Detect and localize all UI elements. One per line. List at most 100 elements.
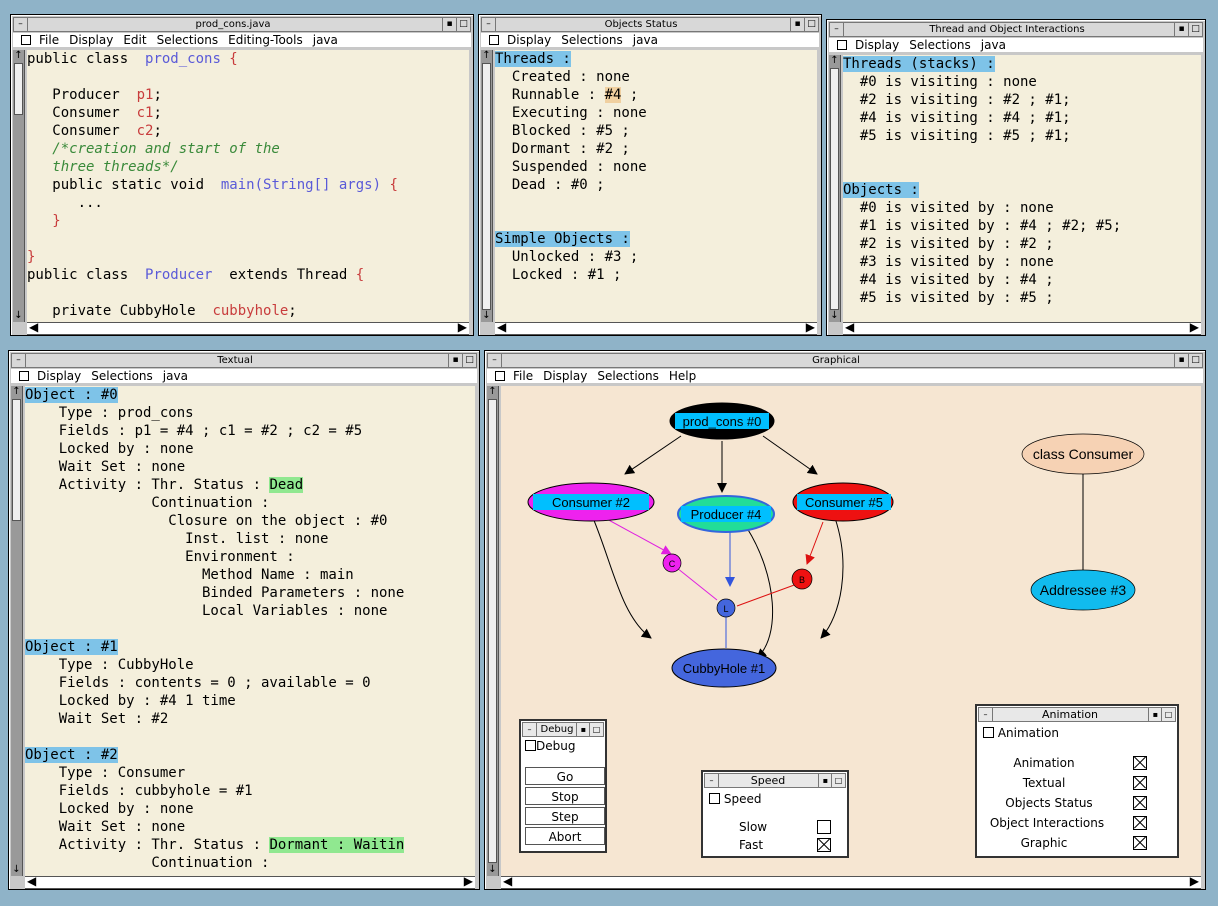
menu-selections[interactable]: Selections: [156, 33, 219, 47]
vertical-scrollbar[interactable]: ↑ ↓: [11, 386, 23, 876]
horizontal-scrollbar[interactable]: ◀▶: [495, 320, 817, 335]
scroll-left-arrow-icon[interactable]: ◀: [29, 320, 39, 334]
maximize-button[interactable]: □: [1188, 354, 1202, 367]
lock-node-b[interactable]: B: [791, 568, 813, 590]
animation-option-object-interactions-checkbox[interactable]: [1133, 816, 1147, 830]
stop-button[interactable]: Stop: [525, 787, 605, 805]
scroll-down-arrow-icon[interactable]: ↓: [488, 864, 497, 875]
speed-option-slow-checkbox[interactable]: [817, 820, 831, 834]
vertical-scrollbar[interactable]: ↑ ↓: [829, 55, 841, 322]
animation-option-textual-checkbox[interactable]: [1133, 776, 1147, 790]
scroll-down-arrow-icon[interactable]: ↓: [12, 864, 21, 875]
maximize-button[interactable]: □: [804, 18, 818, 31]
scroll-right-arrow-icon[interactable]: ▶: [1189, 320, 1199, 334]
menu-editing-tools[interactable]: Editing-Tools: [228, 33, 303, 47]
menubar-checkbox-icon[interactable]: [489, 35, 499, 45]
panel-minimize-button[interactable]: ▪: [576, 723, 590, 736]
menu-selections[interactable]: Selections: [561, 33, 623, 47]
vertical-scrollbar[interactable]: ↑ ↓: [13, 50, 25, 322]
scroll-thumb[interactable]: [12, 399, 21, 521]
node-prod-cons[interactable]: prod_cons #0: [669, 402, 775, 440]
graph-canvas[interactable]: prod_cons #0 Consumer #2 Producer #4 Con…: [501, 386, 1201, 876]
horizontal-scrollbar[interactable]: ◀▶: [843, 320, 1201, 335]
minimize-button[interactable]: ▪: [1174, 354, 1188, 367]
menu-selections[interactable]: Selections: [909, 38, 971, 52]
window-menu-button[interactable]: –: [830, 23, 844, 36]
step-button[interactable]: Step: [525, 807, 605, 825]
menu-java[interactable]: java: [312, 33, 338, 47]
animation-option-graphic-checkbox[interactable]: [1133, 836, 1147, 850]
speed-option-fast-checkbox[interactable]: [817, 838, 831, 852]
menu-display[interactable]: Display: [37, 369, 82, 383]
animation-option-objects-status-checkbox[interactable]: [1133, 796, 1147, 810]
menu-file[interactable]: File: [513, 369, 534, 383]
scroll-right-arrow-icon[interactable]: ▶: [805, 320, 815, 334]
scroll-down-arrow-icon[interactable]: ↓: [830, 310, 839, 321]
scroll-right-arrow-icon[interactable]: ▶: [1189, 874, 1199, 888]
go-button[interactable]: Go: [525, 767, 605, 785]
minimize-button[interactable]: ▪: [448, 354, 462, 367]
scroll-thumb[interactable]: [482, 63, 491, 310]
scroll-up-arrow-icon[interactable]: ↑: [488, 386, 497, 397]
vertical-scrollbar[interactable]: ↑ ↓: [481, 50, 493, 322]
panel-menu-button[interactable]: –: [979, 708, 993, 721]
menubar-checkbox-icon[interactable]: [495, 371, 505, 381]
lock-node-c[interactable]: C: [662, 553, 682, 573]
animation-checkbox-row[interactable]: Animation: [983, 726, 1059, 740]
minimize-button[interactable]: ▪: [442, 18, 456, 31]
scroll-thumb[interactable]: [488, 399, 497, 863]
debug-checkbox[interactable]: [525, 740, 536, 751]
horizontal-scrollbar[interactable]: ◀▶: [25, 874, 475, 889]
node-cubbyhole-1[interactable]: CubbyHole #1: [671, 648, 777, 688]
menu-selections[interactable]: Selections: [597, 369, 659, 383]
scroll-left-arrow-icon[interactable]: ◀: [27, 874, 37, 888]
source-code-view[interactable]: public class prod_cons { Producer p1; Co…: [27, 50, 469, 322]
horizontal-scrollbar[interactable]: ◀▶: [27, 320, 469, 335]
abort-button[interactable]: Abort: [525, 827, 605, 845]
speed-panel-titlebar[interactable]: – Speed ▪ □: [704, 773, 846, 788]
minimize-button[interactable]: ▪: [790, 18, 804, 31]
debug-panel-titlebar[interactable]: – Debug ▪ □: [522, 722, 604, 737]
scroll-thumb[interactable]: [830, 68, 839, 310]
panel-maximize-button[interactable]: □: [589, 723, 603, 736]
panel-minimize-button[interactable]: ▪: [1148, 708, 1162, 721]
menu-java[interactable]: java: [162, 369, 188, 383]
maximize-button[interactable]: □: [462, 354, 476, 367]
menu-display[interactable]: Display: [69, 33, 114, 47]
window-menu-button[interactable]: –: [482, 18, 496, 31]
scroll-left-arrow-icon[interactable]: ◀: [845, 320, 855, 334]
animation-panel-titlebar[interactable]: – Animation ▪ □: [978, 707, 1176, 722]
window-menu-button[interactable]: –: [12, 354, 26, 367]
window-menu-button[interactable]: –: [488, 354, 502, 367]
titlebar[interactable]: – Textual ▪ □: [11, 353, 477, 368]
scroll-up-arrow-icon[interactable]: ↑: [12, 386, 21, 397]
menu-display[interactable]: Display: [507, 33, 552, 47]
node-consumer-5[interactable]: Consumer #5: [792, 482, 894, 522]
menu-edit[interactable]: Edit: [123, 33, 147, 47]
scroll-up-arrow-icon[interactable]: ↑: [14, 50, 23, 61]
animation-option-animation-checkbox[interactable]: [1133, 756, 1147, 770]
maximize-button[interactable]: □: [456, 18, 470, 31]
speed-checkbox[interactable]: [709, 793, 720, 804]
objects-status-view[interactable]: Threads : Created : none Runnable : #4 ;…: [495, 50, 817, 322]
object-graph[interactable]: prod_cons #0 Consumer #2 Producer #4 Con…: [501, 386, 1201, 876]
lock-node-l[interactable]: L: [716, 598, 736, 618]
panel-menu-button[interactable]: –: [705, 774, 719, 787]
menubar-checkbox-icon[interactable]: [21, 35, 31, 45]
horizontal-scrollbar[interactable]: ◀▶: [501, 874, 1201, 889]
scroll-left-arrow-icon[interactable]: ◀: [503, 874, 513, 888]
interactions-view[interactable]: Threads (stacks) : #0 is visiting : none…: [843, 55, 1201, 322]
scroll-down-arrow-icon[interactable]: ↓: [482, 310, 491, 321]
panel-maximize-button[interactable]: □: [831, 774, 845, 787]
minimize-button[interactable]: ▪: [1174, 23, 1188, 36]
menu-selections[interactable]: Selections: [91, 369, 153, 383]
menu-java[interactable]: java: [980, 38, 1006, 52]
vertical-scrollbar[interactable]: ↑ ↓: [487, 386, 499, 876]
panel-menu-button[interactable]: –: [523, 723, 537, 736]
node-producer-4[interactable]: Producer #4: [677, 495, 775, 533]
menubar-checkbox-icon[interactable]: [837, 40, 847, 50]
scroll-down-arrow-icon[interactable]: ↓: [14, 310, 23, 321]
titlebar[interactable]: – Thread and Object Interactions ▪ □: [829, 22, 1203, 37]
scroll-left-arrow-icon[interactable]: ◀: [497, 320, 507, 334]
node-class-consumer[interactable]: class Consumer: [1021, 433, 1145, 475]
